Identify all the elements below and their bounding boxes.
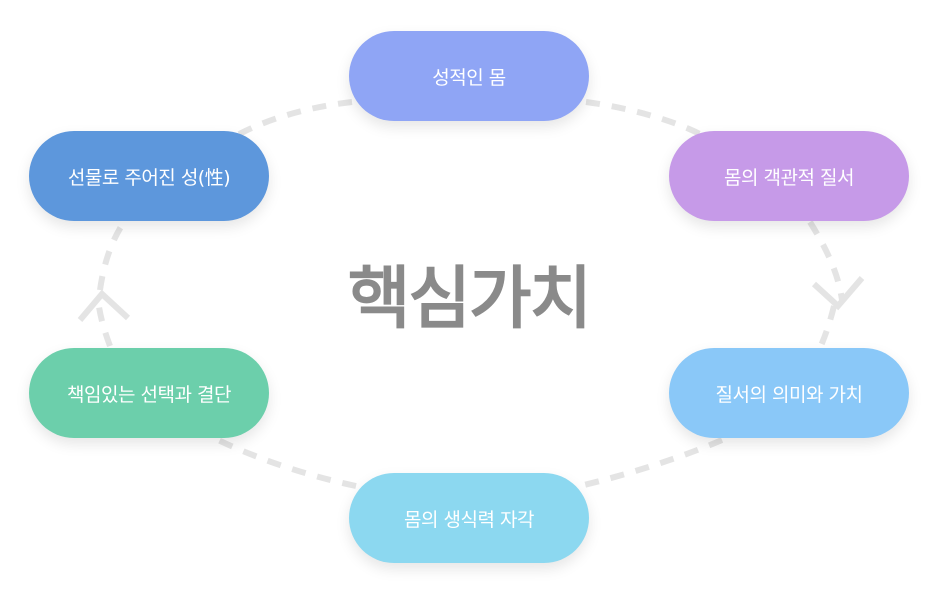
connector-top-right — [585, 99, 702, 137]
node-label: 선물로 주어진 성(性) — [67, 166, 231, 189]
connector-right-lower — [817, 305, 837, 350]
connector-top-left — [230, 99, 353, 141]
node-meaning-value: 질서의 의미와 가치 — [669, 348, 909, 438]
connector-left-upper — [97, 220, 127, 291]
connector-right-upper — [807, 220, 845, 301]
node-label: 책임있는 선택과 결단 — [67, 383, 231, 406]
node-sexual-body: 성적인 몸 — [349, 31, 589, 121]
node-fertility-awareness: 몸의 생식력 자각 — [349, 473, 589, 563]
node-label: 질서의 의미와 가치 — [715, 383, 863, 406]
connector-bottom-right — [579, 437, 724, 489]
node-label: 몸의 객관적 질서 — [724, 166, 854, 189]
connector-left-lower — [95, 299, 113, 348]
node-gift-sexuality: 선물로 주어진 성(性) — [29, 131, 269, 221]
connector-bottom-left — [208, 433, 357, 489]
arrow-down-icon — [811, 276, 865, 311]
node-objective-order: 몸의 객관적 질서 — [669, 131, 909, 221]
node-label: 몸의 생식력 자각 — [404, 508, 534, 531]
node-label: 성적인 몸 — [432, 66, 506, 89]
node-responsible-choice: 책임있는 선택과 결단 — [29, 348, 269, 438]
arrow-up-icon — [77, 289, 131, 322]
center-title: 핵심가치 — [347, 260, 592, 339]
